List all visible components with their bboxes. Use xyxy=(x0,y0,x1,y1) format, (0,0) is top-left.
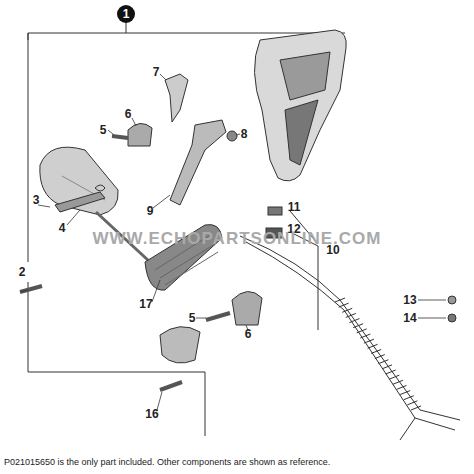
footer-note: P021015650 is the only part included. Ot… xyxy=(4,457,330,467)
callout-number: 9 xyxy=(147,205,154,217)
callout-number: 7 xyxy=(153,66,160,78)
callout-number: 8 xyxy=(241,128,248,140)
watermark: WWW.ECHOPARTSONLINE.COM xyxy=(93,230,382,247)
callout-number: 13 xyxy=(403,294,416,306)
callout-number: 5 xyxy=(100,124,107,136)
callout-number: 2 xyxy=(19,266,26,278)
callout-number: 6 xyxy=(245,328,252,340)
callout-number: 16 xyxy=(145,408,158,420)
callout-number: 14 xyxy=(403,312,416,324)
callout-number: 3 xyxy=(33,194,40,206)
callout-number: 4 xyxy=(59,222,66,234)
callout-circle: 1 xyxy=(117,5,135,23)
callout-number: 17 xyxy=(139,298,152,310)
callout-number: 1 xyxy=(123,7,130,21)
callout-number: 11 xyxy=(288,201,301,213)
callout-number: 6 xyxy=(125,108,132,120)
callout-number: 5 xyxy=(189,312,196,324)
